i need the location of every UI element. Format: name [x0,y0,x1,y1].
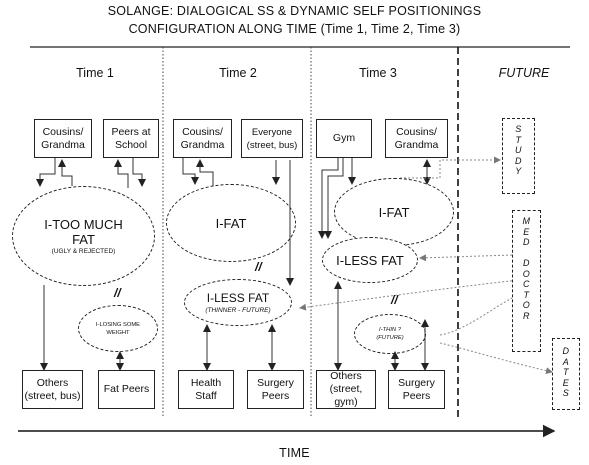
t3-box-cousins: Cousins/ Grandma [385,119,448,158]
t3-box-surgery-label: Surgery Peers [398,376,435,402]
t3-position-thin: I-THIN ? (FUTURE) [354,314,426,354]
future-arrow-study [400,156,501,179]
t3-separator-mark: // [391,293,398,307]
future-arrow-thin-doctor [439,288,531,336]
future-med-doctor-label: M E D D O C T O R [522,216,531,321]
t3-position-less-fat: I-LESS FAT [322,237,418,283]
t3-box-cousins-label: Cousins/ Grandma [394,125,439,151]
future-arrow-thin-dates [439,342,553,375]
t2-position-fat: I-FAT [166,184,296,262]
time-axis-label: TIME [279,446,310,460]
future-arrow-doctor-t2 [299,279,521,311]
t2-position-main-label: I-FAT [215,215,247,231]
t3-position-thin-sublabel: (FUTURE) [376,335,404,341]
t1-box-peers-label: Peers at School [111,125,151,151]
t2-arrow-main-cousins [196,159,214,186]
future-dates-label: D A T E S [562,346,570,398]
t3-box-gym-label: Gym [332,132,356,144]
t1-box-fatpeers-label: Fat Peers [103,383,150,395]
t3-box-surgery-peers: Surgery Peers [388,370,445,409]
t2-position-minor-label: I-LESS FAT [206,290,270,305]
t3-position-thin-label: I-THIN ? [379,327,401,333]
t1-position-main-sublabel: (UGLY & REJECTED) [51,247,116,255]
column-head-time3: Time 3 [359,66,397,80]
t2-arrow-cousins-main [182,158,199,185]
t1-box-cousins: Cousins/ Grandma [34,119,92,158]
t1-arrow-cousins-main [36,158,56,187]
t1-arrow-main-cousins [58,159,73,186]
t1-arrow-main-peers [114,159,129,188]
t2-box-cousins: Cousins/ Grandma [173,119,232,158]
t1-position-main-label: I-TOO MUCH FAT [44,216,123,247]
future-box-med-doctor [512,210,541,352]
t3-arrow-gym-lessfat [318,158,339,239]
title-line-2: CONFIGURATION ALONG TIME (Time 1, Time 2… [128,22,461,36]
t2-box-cousins-label: Cousins/ Grandma [180,125,225,151]
title-line-1: SOLANGE: DIALOGICAL SS & DYNAMIC SELF PO… [107,4,482,18]
t1-separator-mark: // [114,286,121,300]
column-head-future: FUTURE [498,66,550,80]
t3-position-fat: I-FAT [334,178,454,246]
future-arrow-doctor-lessfat [419,254,513,262]
t2-separator-mark: // [255,260,262,274]
t1-position-too-much-fat: I-TOO MUCH FAT (UGLY & REJECTED) [12,186,155,286]
t2-box-surgery-peers: Surgery Peers [247,370,304,409]
t2-box-everyone: Everyone (street, bus) [241,119,303,158]
t1-box-peers-school: Peers at School [103,119,159,158]
t1-box-cousins-label: Cousins/ Grandma [41,125,85,151]
t3-box-others-label: Others (street, gym) [329,370,363,408]
t3-arrow-gym-lessfat-2 [324,158,344,239]
t2-box-everyone-label: Everyone (street, bus) [246,126,298,151]
future-study-label: S T U D Y [515,124,522,176]
t2-box-health-label: Health Staff [190,376,222,402]
t2-box-surgery-label: Surgery Peers [257,376,294,402]
future-box-dates [552,338,580,410]
t2-position-minor-sublabel: (THINNER - FUTURE) [205,306,271,314]
t3-box-others: Others (street, gym) [316,370,376,409]
future-box-study [502,118,535,194]
t1-box-fat-peers: Fat Peers [98,370,155,409]
t1-box-others-label: Others (street, bus) [24,376,81,402]
t2-position-less-fat: I-LESS FAT (THINNER - FUTURE) [184,279,292,326]
t1-position-minor-label: I-LOSING SOME WEIGHT [95,321,141,336]
column-head-time2: Time 2 [219,66,257,80]
t1-box-others: Others (street, bus) [22,370,83,409]
t1-position-losing-weight: I-LOSING SOME WEIGHT [78,305,158,352]
column-head-time1: Time 1 [76,66,114,80]
t3-box-gym: Gym [316,119,372,158]
t3-position-second-label: I-LESS FAT [336,252,404,268]
t2-box-health-staff: Health Staff [178,370,234,409]
t1-arrow-peers-main [132,158,146,187]
t3-position-main-label: I-FAT [378,204,410,220]
